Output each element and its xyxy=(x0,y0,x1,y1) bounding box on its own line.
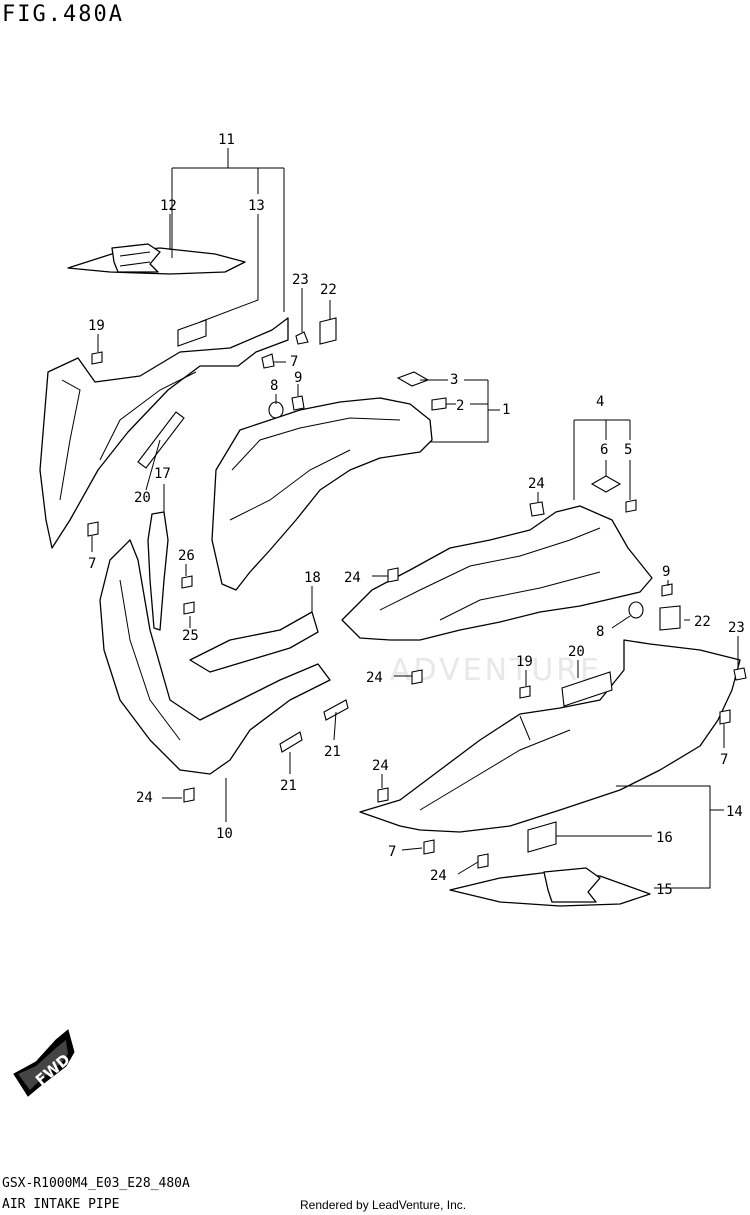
grommet-part-8-right[interactable] xyxy=(628,601,644,619)
left-side-cowl-part-11[interactable] xyxy=(39,317,289,549)
label-part-6[interactable] xyxy=(590,475,622,493)
callout-7-top: 7 xyxy=(290,354,298,370)
fwd-arrow-icon: FWD xyxy=(13,1029,75,1097)
callout-18: 18 xyxy=(304,570,321,586)
nut-part-7-right[interactable] xyxy=(719,709,731,725)
figure-code: GSX-R1000M4_E03_E28_480A xyxy=(2,1176,190,1191)
callout-22-right: 22 xyxy=(694,614,711,630)
screw-part-9-top[interactable] xyxy=(291,395,305,411)
strip-part-20-right[interactable] xyxy=(561,671,613,707)
callout-2: 2 xyxy=(456,398,464,414)
callout-9-top: 9 xyxy=(294,370,302,386)
nut-part-7-top[interactable] xyxy=(261,353,275,369)
callout-25: 25 xyxy=(182,628,199,644)
callout-7-right: 7 xyxy=(720,752,728,768)
callout-4: 4 xyxy=(596,394,604,410)
callout-6: 6 xyxy=(600,442,608,458)
under-cowl-part-10[interactable] xyxy=(99,539,331,775)
screw-part-19-right[interactable] xyxy=(519,685,531,699)
callout-9-right: 9 xyxy=(662,564,670,580)
callout-8-top: 8 xyxy=(270,378,278,394)
clip-part-23-top[interactable] xyxy=(295,331,309,345)
callout-24-upper-right: 24 xyxy=(528,476,545,492)
pad-part-22-right[interactable] xyxy=(659,605,681,631)
watermark: ADVENTURE xyxy=(390,653,602,688)
callout-16: 16 xyxy=(656,830,673,846)
callout-21-right: 21 xyxy=(324,744,341,760)
clip-part-23-right[interactable] xyxy=(733,667,747,681)
decal-part-12[interactable] xyxy=(67,243,246,275)
clip-part-24-upper-right[interactable] xyxy=(529,501,545,517)
nut-part-7-left[interactable] xyxy=(87,521,99,537)
screw-part-26[interactable] xyxy=(181,575,193,589)
grommet-part-8-top[interactable] xyxy=(268,401,284,419)
callout-26: 26 xyxy=(178,548,195,564)
callout-1: 1 xyxy=(502,402,510,418)
callout-7-left: 7 xyxy=(88,556,96,572)
label-part-3[interactable] xyxy=(396,371,430,387)
callout-10: 10 xyxy=(216,826,233,842)
callout-24-left: 24 xyxy=(136,790,153,806)
callout-24-mid: 24 xyxy=(344,570,361,586)
callout-13: 13 xyxy=(248,198,265,214)
callout-15: 15 xyxy=(656,882,673,898)
callout-19-left: 19 xyxy=(88,318,105,334)
callout-17: 17 xyxy=(154,466,171,482)
strip-part-16[interactable] xyxy=(527,821,557,853)
air-intake-pipe-part-4[interactable] xyxy=(341,505,653,641)
callout-24-lower: 24 xyxy=(372,758,389,774)
right-side-cowl-part-14[interactable] xyxy=(359,639,741,833)
callout-22-top: 22 xyxy=(320,282,337,298)
callout-20-left: 20 xyxy=(134,490,151,506)
pad-part-22-top[interactable] xyxy=(319,317,337,345)
sticker-part-13[interactable] xyxy=(177,319,207,347)
bracket-part-17[interactable] xyxy=(147,511,169,631)
decal-part-15[interactable] xyxy=(449,867,651,907)
nut-part-7-bottom[interactable] xyxy=(423,839,435,855)
air-intake-pipe-part-1[interactable] xyxy=(211,397,433,591)
label-part-2[interactable] xyxy=(431,397,447,411)
callout-24-bottom: 24 xyxy=(430,868,447,884)
strip-part-21-left[interactable] xyxy=(279,731,303,753)
strip-part-21-right[interactable] xyxy=(323,699,349,721)
callout-14: 14 xyxy=(726,804,743,820)
strip-part-20-left[interactable] xyxy=(137,411,185,469)
render-credit: Rendered by LeadVenture, Inc. xyxy=(300,1198,467,1212)
brace-part-18[interactable] xyxy=(189,611,319,673)
callout-23-right: 23 xyxy=(728,620,745,636)
clip-part-24-bottom[interactable] xyxy=(477,853,489,869)
callout-3: 3 xyxy=(450,372,458,388)
clip-part-24-lower[interactable] xyxy=(377,787,389,803)
callout-11: 11 xyxy=(218,132,235,148)
clip-part-24-left[interactable] xyxy=(183,787,195,803)
screw-part-9-right[interactable] xyxy=(661,583,673,597)
callout-23-top: 23 xyxy=(292,272,309,288)
screw-part-25[interactable] xyxy=(183,601,195,615)
clip-part-24-mid[interactable] xyxy=(387,567,399,583)
callout-21-left: 21 xyxy=(280,778,297,794)
figure-name: AIR INTAKE PIPE xyxy=(2,1197,120,1212)
callout-12: 12 xyxy=(160,198,177,214)
callout-20-right: 20 xyxy=(568,644,585,660)
callout-5: 5 xyxy=(624,442,632,458)
callout-24-center: 24 xyxy=(366,670,383,686)
callout-8-right: 8 xyxy=(596,624,604,640)
leader-lines xyxy=(91,148,739,889)
figure-title: FIG.480A xyxy=(2,2,124,27)
callout-19-right: 19 xyxy=(516,654,533,670)
label-part-5[interactable] xyxy=(625,499,637,513)
clip-part-24-center[interactable] xyxy=(411,669,423,685)
screw-part-19-left[interactable] xyxy=(91,351,103,365)
callout-7-bottom: 7 xyxy=(388,844,396,860)
